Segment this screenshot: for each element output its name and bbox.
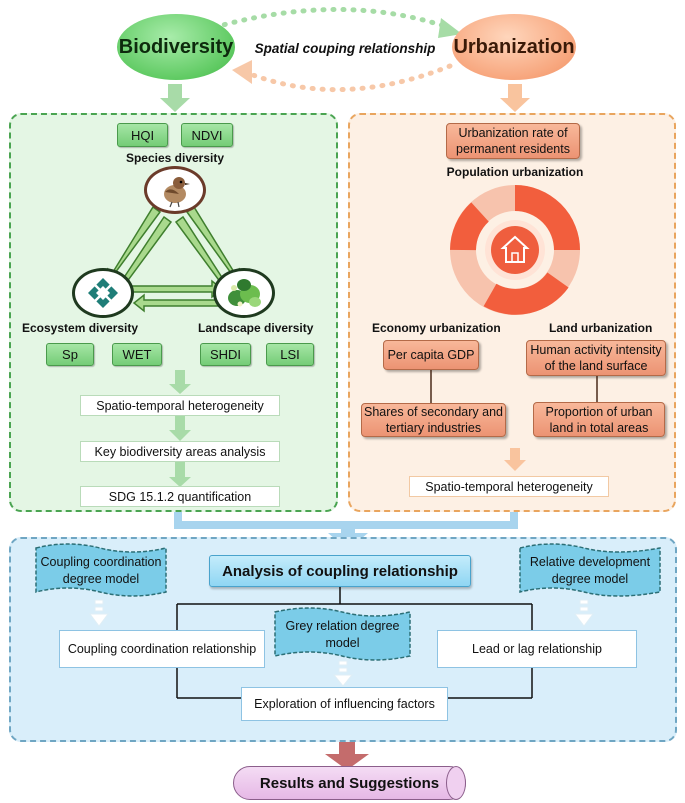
coupling-relationship-label: Spatial couping relationship: [254, 40, 436, 56]
bio-step-heterogeneity: Spatio-temporal heterogeneity: [80, 395, 280, 416]
bird-icon: [164, 177, 190, 208]
bio-step-sdg: SDG 15.1.2 quantification: [80, 486, 280, 507]
lead-lag-result: Lead or lag relationship: [437, 630, 637, 668]
influencing-factors-result: Exploration of influencing factors: [241, 687, 448, 721]
coupling-model-flag-shape: [35, 543, 167, 597]
relative-development-model: Relative development degree model: [529, 555, 651, 586]
relative-model-flag-shape: [519, 543, 661, 597]
bio-step-kba: Key biodiversity areas analysis: [80, 441, 280, 462]
landscape-node: [213, 268, 275, 318]
plants-icon: [228, 279, 261, 307]
results-cylinder-cap: [446, 766, 466, 800]
urbanization-node: Urbanization: [452, 14, 576, 80]
coupling-coordination-model: Coupling coordination degree model: [40, 555, 162, 586]
urbanization-rate-box: Urbanization rate of permanent residents: [446, 123, 580, 159]
economy-urbanization-label: Economy urbanization: [372, 321, 501, 335]
analysis-title-box: Analysis of coupling relationship: [209, 555, 471, 587]
coupling-coordination-result: Coupling coordination relationship: [59, 630, 265, 668]
indicator-shdi: SHDI: [200, 343, 251, 366]
bio-down-arrow: [160, 84, 190, 112]
house-icon: [500, 235, 530, 263]
indicator-wet: WET: [112, 343, 162, 366]
biodiversity-node: Biodiversity: [117, 14, 235, 80]
landscape-diversity-label: Landscape diversity: [198, 321, 314, 335]
grey-model-flag-shape: [274, 607, 411, 661]
results-suggestions-box: Results and Suggestions: [233, 766, 466, 800]
indicator-sp: Sp: [46, 343, 94, 366]
species-node: [144, 166, 206, 214]
coupling-arrow-bottom: [232, 60, 453, 93]
indicator-hqi: HQI: [117, 123, 168, 147]
human-activity-box: Human activity intensity of the land sur…: [526, 340, 666, 376]
coupling-arrow-top: [202, 7, 462, 38]
indicator-ndvi: NDVI: [181, 123, 233, 147]
diamond-icon: [88, 278, 118, 308]
urb-down-arrow: [500, 84, 530, 112]
ecosystem-diversity-label: Ecosystem diversity: [22, 321, 139, 335]
species-diversity-label: Species diversity: [125, 151, 225, 165]
population-urbanization-label: Population urbanization: [446, 165, 584, 179]
land-urbanization-label: Land urbanization: [549, 321, 653, 335]
urban-land-box: Proportion of urban land in total areas: [533, 402, 665, 437]
ecosystem-node: [72, 268, 134, 318]
industry-shares-box: Shares of secondary and tertiary industr…: [361, 403, 506, 437]
urb-step-heterogeneity: Spatio-temporal heterogeneity: [409, 476, 609, 497]
per-capita-gdp-box: Per capita GDP: [383, 340, 479, 370]
indicator-lsi: LSI: [266, 343, 314, 366]
population-ring: [450, 185, 580, 315]
grey-relation-model: Grey relation degree model: [285, 619, 400, 650]
